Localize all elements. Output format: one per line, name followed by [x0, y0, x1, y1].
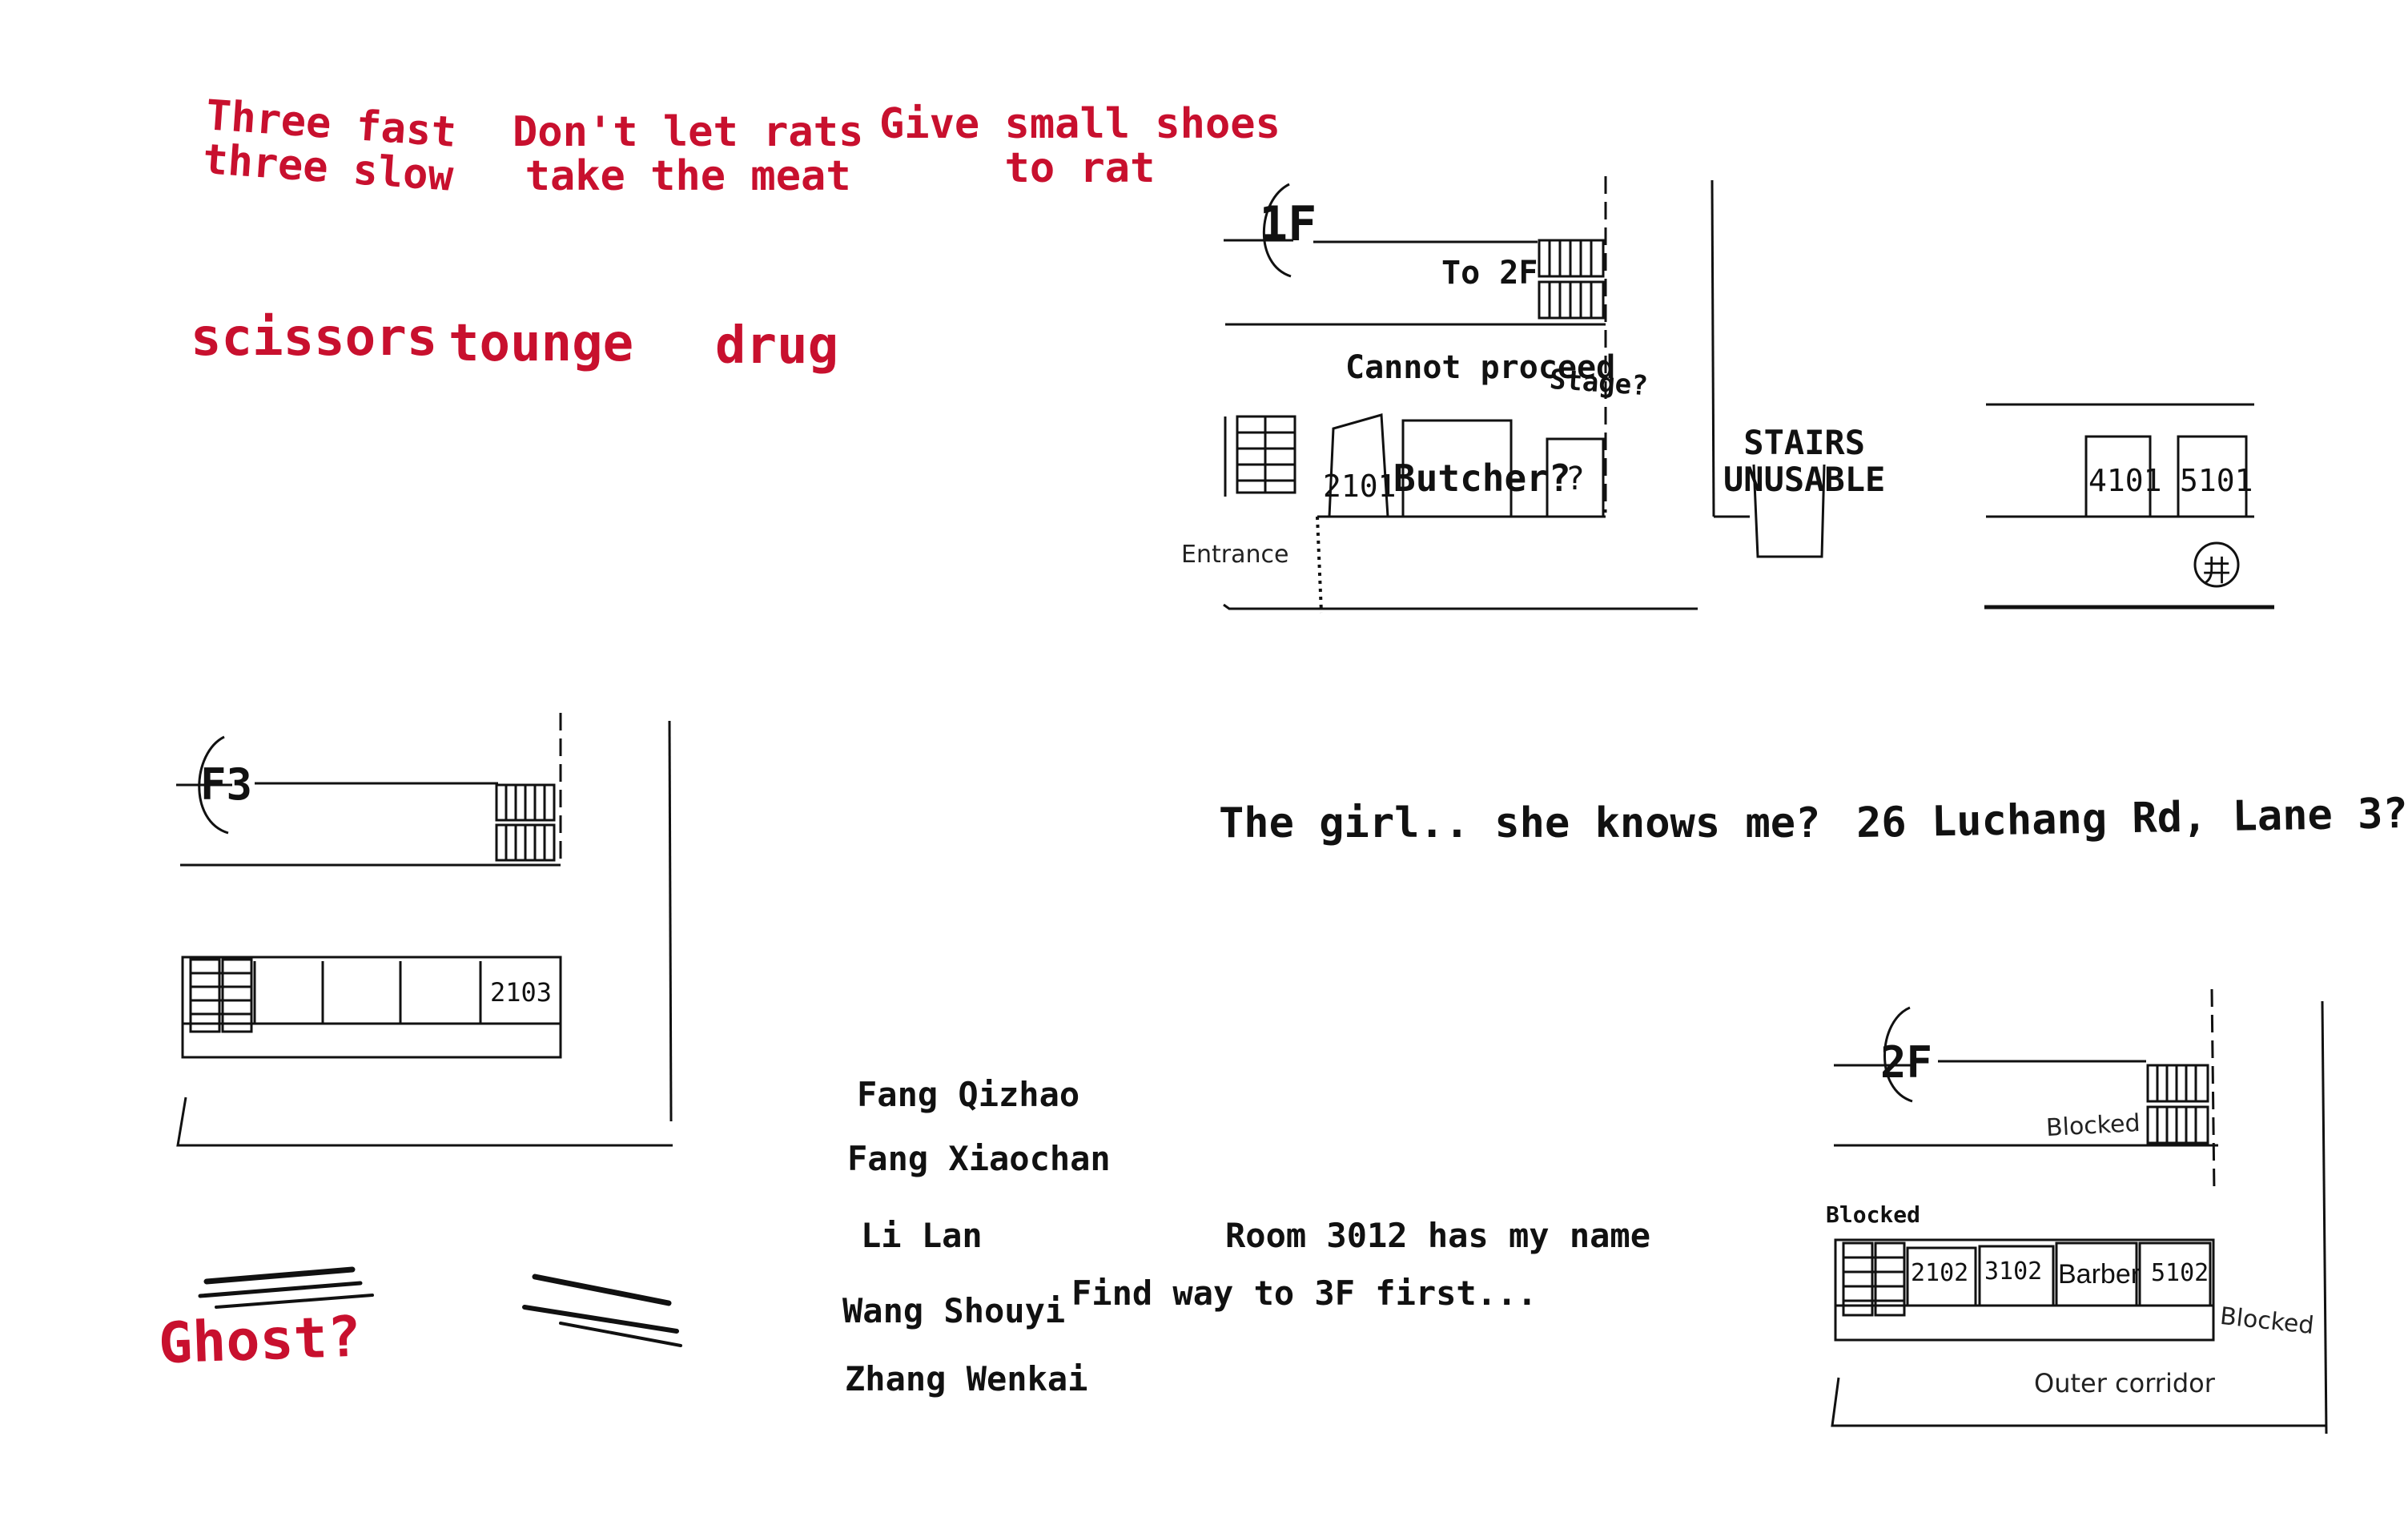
clue-three-fast: Three fast three slow: [201, 91, 457, 200]
stage-label: Stage?: [1548, 363, 1650, 403]
name-entry: Fang Qizhao: [857, 1075, 1080, 1114]
outer-corridor-label: Outer corridor: [2034, 1368, 2215, 1398]
clue-line: Don't let rats: [513, 108, 864, 156]
floor-label-2f: 2F: [1880, 1037, 1933, 1088]
scratch-marks-icon: [198, 1266, 682, 1347]
blocked-label-left: Blocked: [1826, 1201, 1921, 1228]
cannot-proceed-label: Cannot proceed: [1345, 349, 1616, 386]
room-2102-label: 2102: [1911, 1259, 1969, 1287]
barber-label: Barber: [2058, 1259, 2141, 1290]
room-2101-label: 2101: [1323, 469, 1397, 504]
ghost-note: Ghost?: [157, 1303, 363, 1377]
floor-label-1f: 1F: [1259, 196, 1317, 252]
room-4101-label: 4101: [2088, 463, 2162, 498]
thought-find-way: Find way to 3F first...: [1071, 1274, 1538, 1313]
to-2f-label: To 2F: [1441, 255, 1538, 292]
name-entry: Fang Xiaochan: [847, 1139, 1111, 1178]
blocked-label-stairs: Blocked: [2045, 1109, 2141, 1143]
floor-label-f3: F3: [200, 759, 253, 810]
name-entry: Li Lan: [861, 1216, 983, 1255]
stairs-label-line: UNUSABLE: [1723, 460, 1886, 500]
well-circle-icon: [2193, 541, 2240, 588]
floor-f3-bracket: [198, 735, 229, 835]
stairs-label-line: STAIRS: [1743, 423, 1865, 462]
stairs-entrance-icon: [1236, 415, 1296, 494]
item-scissors: scissors: [191, 308, 438, 368]
map-2f-lines: [1831, 988, 2328, 1435]
stairs-f3-row-icon: [189, 958, 253, 1033]
entrance-label: Entrance: [1181, 541, 1289, 569]
thought-room3012: Room 3012 has my name: [1225, 1216, 1651, 1255]
room-3102-label: 3102: [1984, 1257, 2043, 1286]
stairs-2f-row-icon: [1842, 1241, 1906, 1317]
room-2103-label: 2103: [490, 977, 553, 1008]
item-tounge: tounge: [448, 314, 634, 373]
clue-rats-meat: Don't let rats take the meat: [513, 111, 863, 198]
floor-1f-bracket: [1262, 183, 1292, 278]
room-2101-outline: [1328, 413, 1389, 517]
name-entry: Zhang Wenkai: [845, 1359, 1088, 1398]
stairs-to-2f-icon: [1538, 239, 1605, 320]
thought-address: 26 Luchang Rd, Lane 3?: [1855, 789, 2408, 848]
map-f3-lines: [176, 713, 673, 1147]
clue-line: Give small shoes: [879, 100, 1280, 148]
well-icon: 井: [2202, 555, 2232, 588]
clue-line: take the meat: [525, 151, 851, 200]
stairs-2f-up-icon: [2146, 1064, 2209, 1145]
thought-girl: The girl.. she knows me?: [1219, 799, 1821, 847]
name-entry: Wang Shouyi: [842, 1291, 1066, 1330]
stairs-f3-up-icon: [495, 783, 556, 862]
stairs-unusable-label: STAIRS UNUSABLE: [1723, 423, 1886, 500]
floor-2f-bracket: [1883, 1006, 1913, 1103]
unknown-room-label: ?: [1566, 461, 1586, 497]
item-drug: drug: [715, 316, 839, 376]
clue-small-shoes: Give small shoes to rat: [879, 103, 1280, 190]
room-5102-label: 5102: [2151, 1259, 2209, 1287]
map-1f-lines: [1223, 176, 2274, 614]
clue-line: to rat: [1004, 143, 1156, 192]
room-5101-label: 5101: [2180, 463, 2253, 498]
butcher-label: Butcher?: [1393, 457, 1571, 500]
